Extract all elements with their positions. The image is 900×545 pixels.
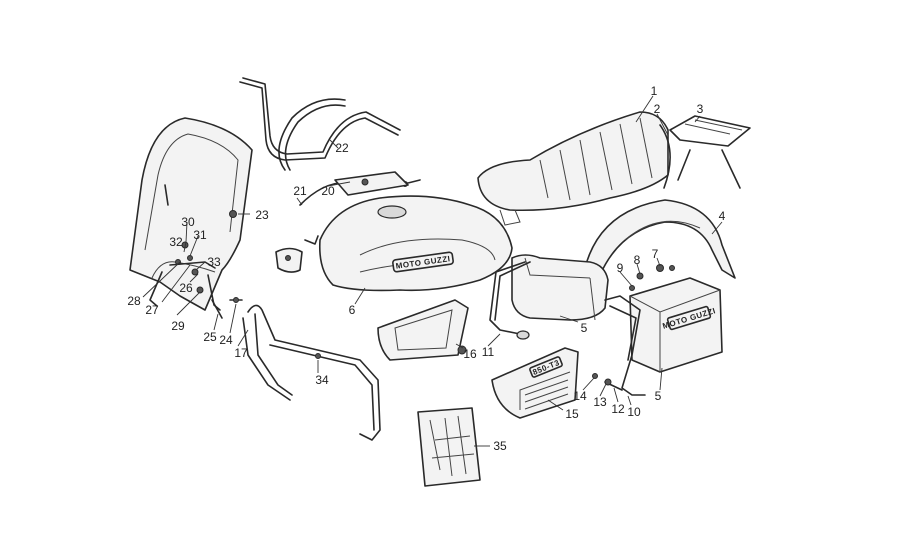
callout-12: 12 bbox=[611, 402, 625, 416]
grab-strap bbox=[659, 124, 671, 189]
callout-11: 11 bbox=[482, 345, 495, 359]
rear-fender bbox=[584, 199, 736, 279]
callout-1: 1 bbox=[651, 84, 658, 98]
callout-20: 20 bbox=[321, 184, 335, 198]
callout-24: 24 bbox=[219, 333, 233, 347]
saddlebag-right: MOTO GUZZI bbox=[629, 277, 723, 373]
callout-2: 2 bbox=[654, 102, 661, 116]
saddlebag-left bbox=[511, 254, 609, 321]
bolt-23 bbox=[229, 210, 237, 218]
callout-15: 15 bbox=[565, 407, 579, 421]
callout-9: 9 bbox=[617, 261, 624, 275]
callout-25: 25 bbox=[203, 330, 217, 344]
callout-23: 23 bbox=[255, 208, 269, 222]
callout-7: 7 bbox=[652, 247, 659, 261]
luggage-rack bbox=[669, 115, 751, 189]
callout-16: 16 bbox=[463, 347, 477, 361]
tank-bag-20 bbox=[334, 171, 409, 196]
callout-31: 31 bbox=[193, 228, 207, 242]
leader-lines bbox=[142, 95, 723, 447]
crash-bar bbox=[242, 304, 381, 441]
callout-35: 35 bbox=[493, 439, 507, 453]
callout-22: 22 bbox=[335, 141, 349, 155]
windshield bbox=[129, 117, 253, 311]
callouts: 1 2 3 4 5 5 6 7 8 9 10 11 12 13 14 15 16… bbox=[127, 84, 725, 453]
handlebar-low bbox=[239, 77, 401, 161]
callout-13: 13 bbox=[593, 395, 607, 409]
callout-4: 4 bbox=[719, 209, 726, 223]
side-panel-left bbox=[377, 299, 469, 361]
callout-5a: 5 bbox=[581, 321, 588, 335]
windshield-stay bbox=[211, 297, 243, 319]
callout-6: 6 bbox=[349, 303, 356, 317]
callout-14: 14 bbox=[573, 389, 587, 403]
callout-3: 3 bbox=[697, 102, 704, 116]
callout-17: 17 bbox=[234, 346, 248, 360]
callout-34: 34 bbox=[315, 373, 329, 387]
saddlebag-frame-left bbox=[489, 261, 531, 340]
callout-30: 30 bbox=[181, 215, 195, 229]
lock-set bbox=[629, 264, 675, 291]
seat bbox=[477, 111, 669, 226]
bracket-18 bbox=[275, 235, 319, 273]
callout-5b: 5 bbox=[655, 389, 662, 403]
callout-28: 28 bbox=[127, 294, 141, 308]
callout-21: 21 bbox=[293, 184, 307, 198]
callout-10: 10 bbox=[627, 405, 641, 419]
parts-bag bbox=[417, 407, 481, 487]
callout-27: 27 bbox=[145, 303, 159, 317]
handlebar-high bbox=[278, 98, 346, 171]
callout-33: 33 bbox=[207, 255, 221, 269]
callout-26: 26 bbox=[179, 281, 193, 295]
callout-32: 32 bbox=[169, 235, 183, 249]
small-fasteners bbox=[592, 373, 623, 391]
callout-8: 8 bbox=[634, 253, 641, 267]
fuel-tank: MOTO GUZZI bbox=[318, 195, 513, 292]
callout-29: 29 bbox=[171, 319, 185, 333]
side-panel-right: 850-T3 bbox=[491, 347, 579, 419]
saddlebag-frame-right bbox=[604, 295, 646, 396]
